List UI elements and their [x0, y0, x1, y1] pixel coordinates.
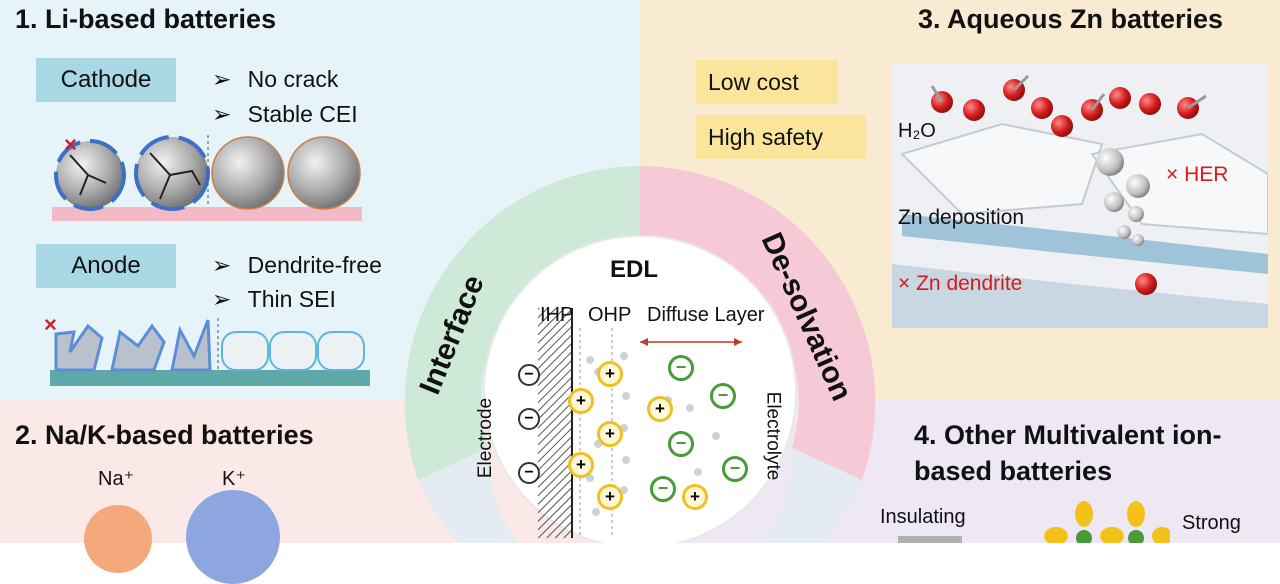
edl-title: EDL — [610, 256, 658, 283]
interface-ring — [404, 166, 640, 480]
dendrite-growth — [54, 319, 212, 372]
panel-li-title: 1. Li-based batteries — [15, 4, 277, 34]
anion-ion: − — [668, 355, 694, 381]
bullet-text: Dendrite-free — [247, 252, 382, 278]
feature-high-safety: High safety — [696, 115, 866, 159]
panel-nak-title: 2. Na/K-based batteries — [15, 420, 314, 450]
zn-deposition-illustration — [892, 64, 1268, 328]
edl-center-diagram — [404, 166, 876, 543]
anode-label: Anode — [36, 244, 176, 288]
multivalent-ion-illustration — [1044, 501, 1170, 543]
electrode-negative-charge: − — [518, 364, 540, 386]
cation-ion: + — [597, 484, 623, 510]
anode-bullet-1: ➢ Dendrite-free — [212, 252, 382, 279]
anion-ion: − — [650, 476, 676, 502]
zn-dendrite-label: × Zn dendrite — [898, 272, 1023, 295]
bullet-arrow-icon: ➢ — [212, 101, 232, 127]
zn-hex-plate — [900, 122, 1104, 216]
ihp-label: IHP — [540, 304, 574, 326]
electrode-negative-charge: − — [518, 462, 540, 484]
cathode-bullet-1: ➢ No crack — [212, 66, 338, 93]
k-ion-label: K⁺ — [222, 468, 246, 490]
electrode-hatch — [538, 308, 572, 538]
smooth-deposit — [317, 331, 365, 371]
bullet-text: No crack — [247, 66, 339, 92]
cathode-particles-illustration — [52, 135, 362, 221]
ohp-label: OHP — [588, 304, 632, 326]
bullet-text: Stable CEI — [247, 101, 358, 127]
insulating-label: Insulating — [880, 506, 966, 528]
lower-right-ring — [762, 448, 862, 543]
cation-ion: + — [682, 484, 708, 510]
cation-ion: + — [597, 361, 623, 387]
panel-multivalent-title-1: 4. Other Multivalent ion- — [914, 420, 1222, 450]
cation-ion: + — [647, 396, 673, 422]
strong-label: Strong — [1182, 512, 1241, 534]
anion-ion: − — [668, 431, 694, 457]
bullet-arrow-icon: ➢ — [212, 286, 232, 312]
cation-ion: + — [568, 452, 594, 478]
water-molecules — [930, 74, 1207, 295]
diffuse-layer-label: Diffuse Layer — [647, 304, 765, 326]
gas-bubbles — [1096, 148, 1150, 246]
electrode-label: Electrode — [475, 397, 497, 479]
cracked-particle — [134, 135, 210, 211]
zn-deposition-label: Zn deposition — [898, 206, 1025, 229]
anode-cross-mark: × — [44, 312, 57, 337]
k-ion-circle — [186, 490, 280, 584]
panel-multivalent-title-2: based batteries — [914, 456, 1113, 486]
smooth-deposit — [221, 331, 269, 371]
crack-lines — [69, 152, 201, 200]
cathode-label: Cathode — [36, 58, 176, 102]
water-label: H₂O — [898, 120, 936, 142]
na-ion-label: Na⁺ — [98, 468, 135, 490]
insulating-bar — [898, 536, 962, 543]
bullet-arrow-icon: ➢ — [212, 252, 232, 278]
anion-ion: − — [722, 456, 748, 482]
cathode-bullet-2: ➢ Stable CEI — [212, 101, 358, 128]
desolvation-ring — [640, 166, 876, 480]
cathode-cross-mark: × — [64, 132, 77, 157]
bullet-text: Thin SEI — [247, 286, 336, 312]
electrode-negative-charge: − — [518, 408, 540, 430]
electrolyte-label: Electrolyte — [762, 391, 784, 481]
lower-left-ring — [418, 448, 518, 543]
stable-particle — [211, 136, 285, 210]
na-ion-circle — [84, 505, 152, 573]
cation-ion: + — [568, 388, 594, 414]
cation-ion: + — [597, 421, 623, 447]
bullet-arrow-icon: ➢ — [212, 66, 232, 92]
zn-step-lower — [892, 264, 1268, 328]
her-label: × HER — [1166, 163, 1229, 186]
anode-bullet-2: ➢ Thin SEI — [212, 286, 336, 313]
stable-particle — [287, 136, 361, 210]
smooth-deposit — [269, 331, 317, 371]
anode-current-collector — [50, 370, 370, 386]
feature-low-cost: Low cost — [696, 60, 838, 104]
zn-step-edge — [902, 214, 1268, 274]
cathode-current-collector — [52, 207, 362, 221]
anion-ion: − — [710, 383, 736, 409]
panel-zn-title: 3. Aqueous Zn batteries — [918, 4, 1224, 34]
anode-dendrite-illustration — [50, 318, 370, 386]
